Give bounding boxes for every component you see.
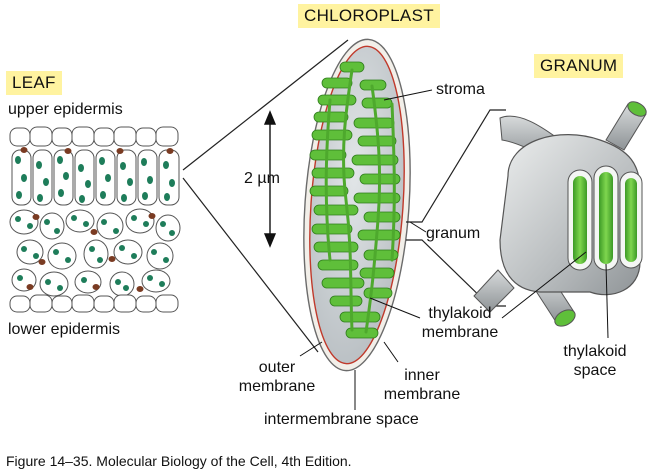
scale-label: 2 µm: [244, 170, 280, 187]
lower-epidermis-cells: [9, 294, 179, 313]
scale-bar-arrow: [263, 110, 277, 248]
zoom-lines-leaf: [182, 39, 349, 353]
chloroplast-title: CHLOROPLAST: [298, 4, 440, 28]
inner-membrane-label: inner membrane: [383, 367, 461, 403]
palisade-cells: [11, 149, 180, 206]
lower-epidermis-label: lower epidermis: [8, 321, 121, 338]
outer-membrane-label: outer membrane: [238, 359, 316, 395]
upper-epidermis-cells: [9, 126, 179, 147]
leaf-chloroplasts: [15, 156, 175, 291]
granum-drawing: [473, 101, 647, 327]
leaf-cross-section: [9, 126, 181, 313]
chloroplast-leader-lines: [299, 89, 433, 410]
stroma-label: stroma: [436, 81, 485, 98]
granum-discs: [567, 165, 643, 271]
thylakoid-membrane-label: thylakoid membrane: [421, 305, 499, 341]
thylakoid-space-label: thylakoid space: [563, 343, 627, 379]
intermembrane-space-label: intermembrane space: [264, 411, 419, 428]
chloroplast-drawing: [303, 38, 411, 372]
granum-title: GRANUM: [534, 54, 624, 78]
zoom-lines-granum: [406, 109, 506, 307]
figure-caption: Figure 14–35. Molecular Biology of the C…: [6, 453, 352, 469]
granum-leader-lines: [501, 251, 609, 339]
leaf-title: LEAF: [6, 71, 62, 95]
granum-label: granum: [426, 225, 481, 242]
upper-epidermis-label: upper epidermis: [8, 101, 123, 118]
stroma-lamellae: [324, 68, 396, 334]
leaf-nuclei: [20, 147, 174, 292]
